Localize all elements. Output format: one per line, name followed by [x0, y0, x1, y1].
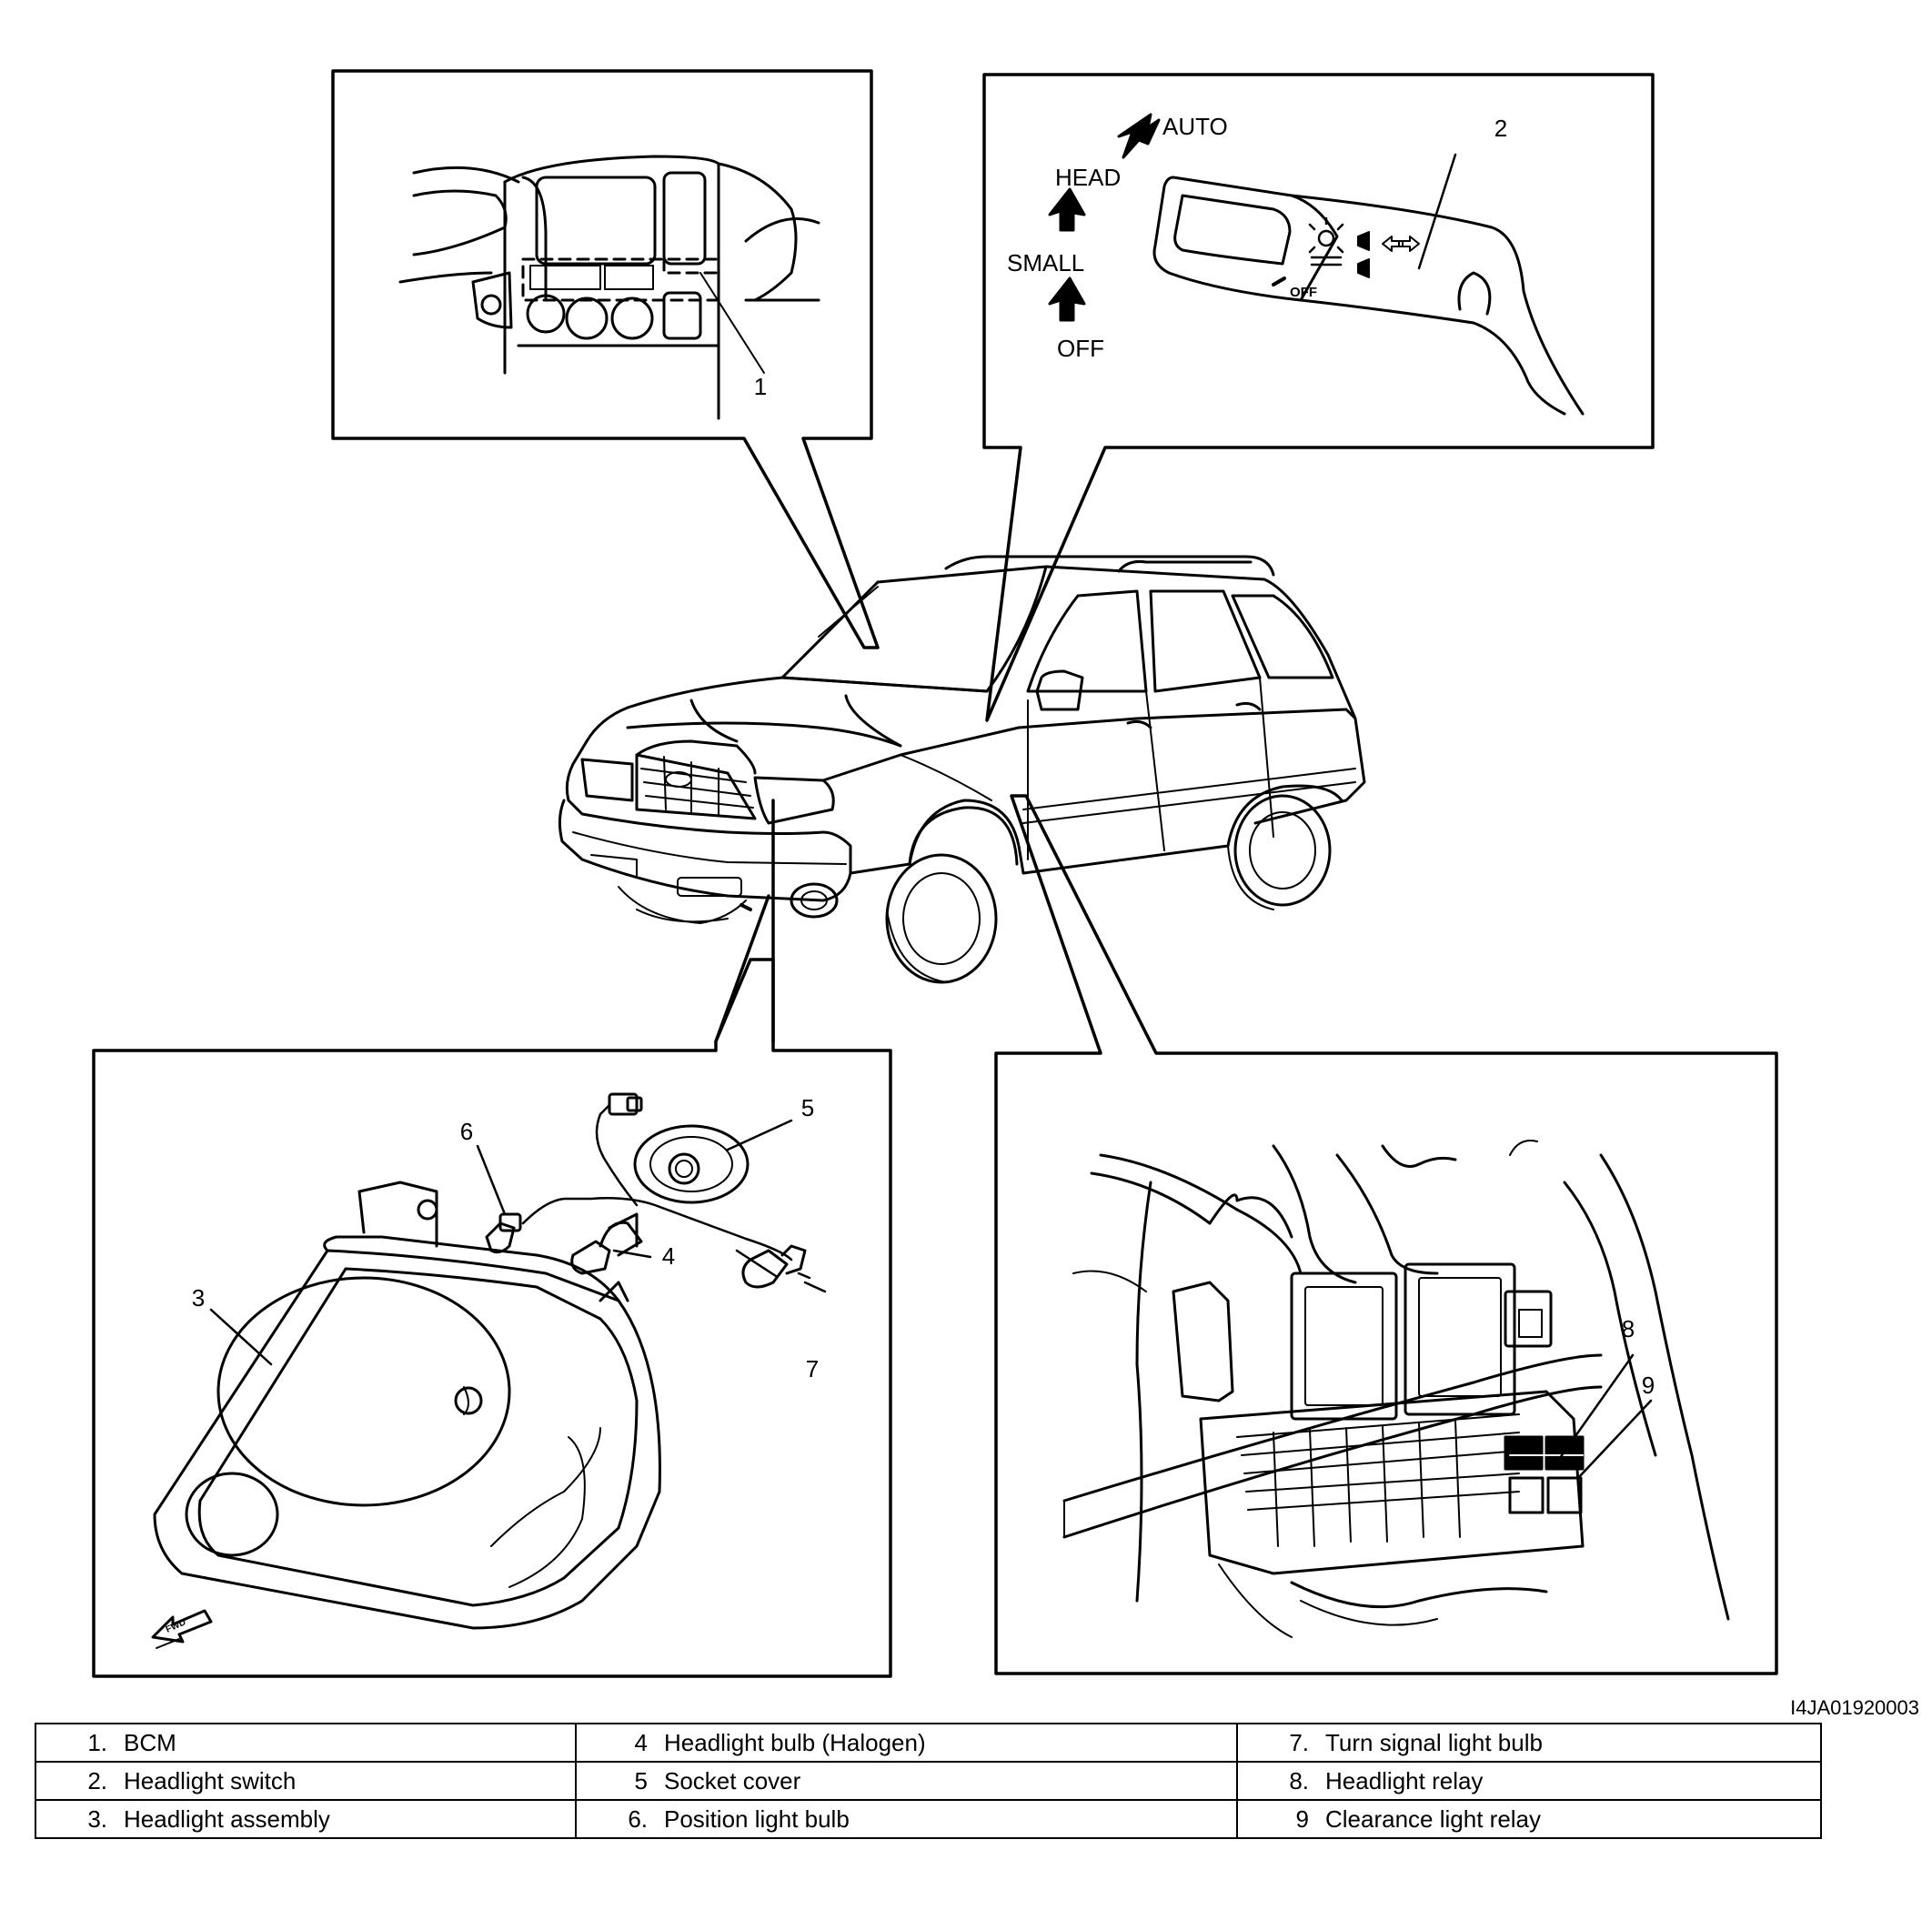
legend-label: Headlight assembly: [124, 1804, 330, 1833]
relay-panel: [994, 794, 1778, 1675]
legend-number: 5: [634, 1766, 648, 1794]
legend-cell: 5 Socket cover: [575, 1761, 1238, 1801]
legend-label: BCM: [124, 1728, 176, 1756]
legend-number: 9: [1295, 1804, 1309, 1833]
headlight-panel: [92, 799, 892, 1678]
figure-id: I4JA01920003: [1790, 1696, 1919, 1719]
stalk-off-marking: OFF: [1290, 285, 1317, 300]
callout-5: 5: [801, 1094, 814, 1121]
legend-cell: 7. Turn signal light bulb: [1236, 1723, 1822, 1763]
callout-9: 9: [1642, 1372, 1655, 1399]
legend-cell: 1. BCM: [35, 1723, 577, 1763]
legend-cell: 2. Headlight switch: [35, 1761, 577, 1801]
callout-7: 7: [806, 1355, 819, 1382]
callout-1: 1: [754, 373, 767, 400]
parts-legend-table: 1. BCM 4 Headlight bulb (Halogen) 7. Turn s…: [35, 1723, 1822, 1839]
legend-cell: 6. Position light bulb: [575, 1799, 1238, 1839]
legend-number: 3.: [87, 1804, 107, 1833]
switch-label-head: HEAD: [1055, 164, 1121, 191]
callout-2: 2: [1494, 115, 1507, 142]
legend-cell: 3. Headlight assembly: [35, 1799, 577, 1839]
legend-number: 1.: [87, 1728, 107, 1756]
legend-label: Headlight switch: [124, 1766, 297, 1794]
legend-label: Clearance light relay: [1325, 1804, 1542, 1833]
legend-row: 1. BCM 4 Headlight bulb (Halogen) 7. Turn s…: [35, 1723, 1822, 1763]
vehicle-illustration: [558, 555, 1366, 984]
legend-number: 4: [634, 1728, 648, 1756]
switch-label-auto: AUTO: [1162, 113, 1228, 140]
legend-cell: 4 Headlight bulb (Halogen): [575, 1723, 1238, 1763]
legend-number: 7.: [1289, 1728, 1309, 1756]
switch-panel: [982, 73, 1655, 722]
legend-row: 3. Headlight assembly 6. Position light bu…: [35, 1799, 1822, 1839]
legend-label: Turn signal light bulb: [1325, 1728, 1543, 1756]
legend-number: 8.: [1289, 1766, 1309, 1794]
legend-label: Headlight relay: [1325, 1766, 1484, 1794]
callout-4: 4: [662, 1242, 675, 1270]
legend-row: 2. Headlight switch 5 Socket cover 8. Headl…: [35, 1761, 1822, 1801]
switch-label-off: OFF: [1057, 335, 1104, 362]
legend-number: 6.: [628, 1804, 648, 1833]
legend-cell: 9 Clearance light relay: [1236, 1799, 1822, 1839]
bcm-panel: [331, 69, 880, 649]
callout-3: 3: [192, 1284, 205, 1312]
callout-6: 6: [460, 1118, 473, 1145]
callout-8: 8: [1622, 1315, 1635, 1342]
legend-cell: 8. Headlight relay: [1236, 1761, 1822, 1801]
legend-label: Socket cover: [664, 1766, 801, 1794]
legend-label: Position light bulb: [664, 1804, 850, 1833]
legend-label: Headlight bulb (Halogen): [664, 1728, 926, 1756]
switch-label-small: SMALL: [1007, 249, 1084, 276]
legend-number: 2.: [87, 1766, 107, 1794]
